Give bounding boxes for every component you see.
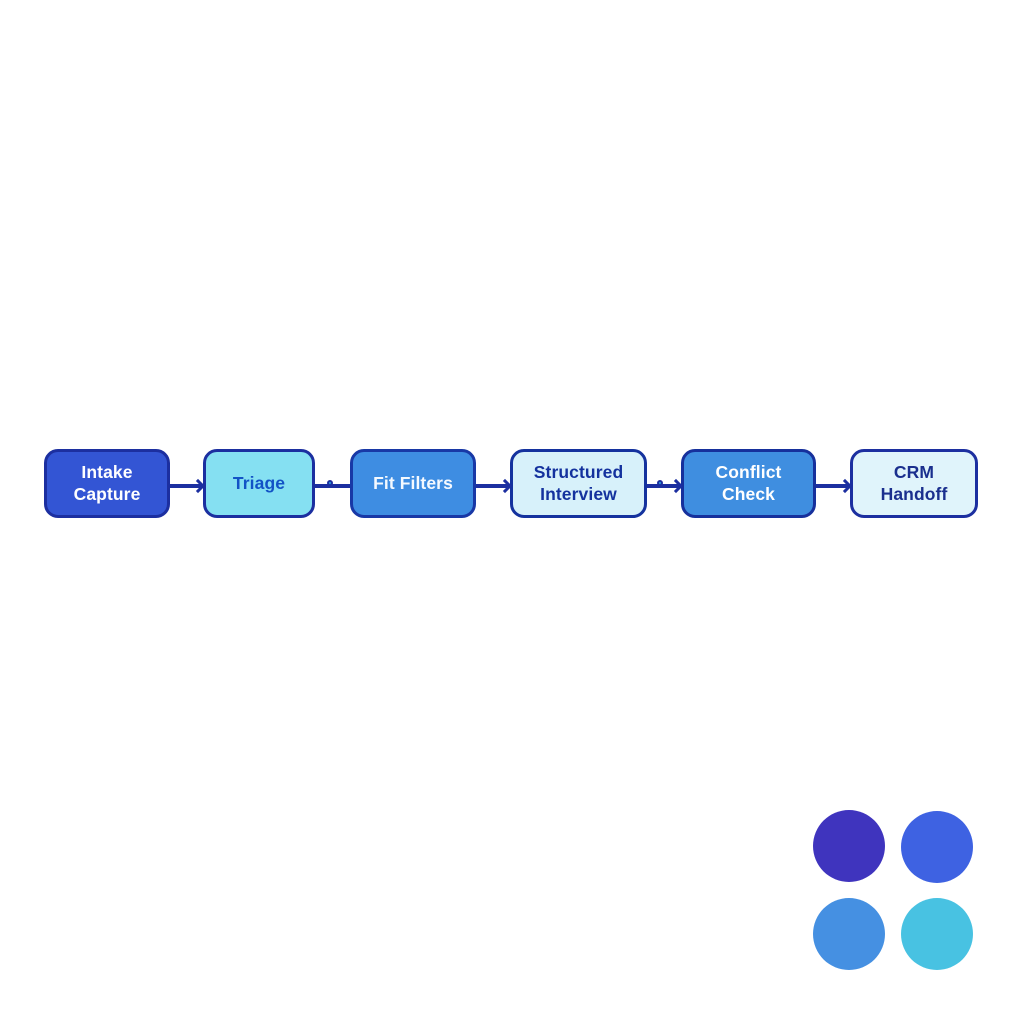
flow-node-label: Fit Filters	[373, 472, 453, 493]
flow-node-label: Intake Capture	[73, 462, 141, 504]
flow-node-label: Structured Interview	[533, 462, 624, 504]
flow-node-label: Conflict Check	[715, 462, 782, 504]
flow-node-label: Triage	[232, 472, 286, 493]
connector-triage-to-fit-filters	[315, 480, 350, 488]
flow-node-conflict-check: Conflict Check	[681, 449, 816, 518]
palette-circle-sky-blue	[813, 898, 885, 970]
connector-conflict-check-to-crm-handoff	[816, 478, 853, 493]
connector-dot-icon	[657, 480, 663, 487]
palette-circle-indigo	[813, 810, 885, 882]
flow-node-crm-handoff: CRM Handoff	[850, 449, 978, 518]
palette-circle-royal-blue	[901, 811, 973, 883]
palette-circle-cyan	[901, 898, 973, 970]
flow-node-label: CRM Handoff	[880, 462, 948, 504]
flow-node-intake-capture: Intake Capture	[44, 449, 170, 518]
flow-node-structured-interview: Structured Interview	[510, 449, 647, 518]
connector-structured-interview-to-conflict-check	[647, 478, 684, 493]
connector-fit-filters-to-structured-interview	[476, 478, 513, 493]
connector-dot-icon	[327, 480, 333, 487]
flow-node-triage: Triage	[203, 449, 315, 518]
flow-node-fit-filters: Fit Filters	[350, 449, 476, 518]
connector-intake-to-triage	[170, 478, 206, 493]
